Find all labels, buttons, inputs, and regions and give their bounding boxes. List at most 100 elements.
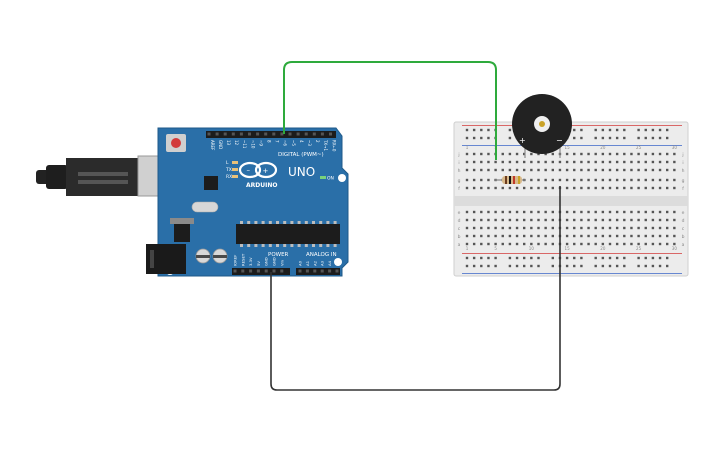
terminal-hole[interactable] — [544, 152, 547, 156]
terminal-hole[interactable] — [523, 234, 526, 238]
analog-pin-socket[interactable] — [320, 269, 324, 273]
terminal-hole[interactable] — [501, 160, 504, 164]
terminal-hole[interactable] — [623, 160, 626, 164]
terminal-hole[interactable] — [658, 168, 662, 172]
rail-hole[interactable] — [472, 128, 476, 132]
terminal-hole[interactable] — [651, 210, 655, 214]
terminal-hole[interactable] — [544, 160, 547, 164]
rail-hole[interactable] — [472, 136, 476, 140]
terminal-hole[interactable] — [608, 168, 612, 172]
digital-pin-socket[interactable] — [272, 132, 276, 136]
terminal-hole[interactable] — [630, 168, 633, 172]
terminal-hole[interactable] — [666, 186, 669, 190]
rail-hole[interactable] — [472, 264, 476, 268]
rail-hole[interactable] — [537, 264, 540, 268]
terminal-hole[interactable] — [651, 234, 655, 238]
rail-hole[interactable] — [615, 264, 619, 268]
terminal-hole[interactable] — [601, 210, 605, 214]
terminal-hole[interactable] — [630, 210, 633, 214]
terminal-hole[interactable] — [594, 152, 597, 156]
terminal-hole[interactable] — [530, 160, 533, 164]
terminal-hole[interactable] — [573, 234, 576, 238]
terminal-hole[interactable] — [530, 210, 533, 214]
rail-hole[interactable] — [658, 136, 662, 140]
terminal-hole[interactable] — [537, 178, 540, 182]
terminal-hole[interactable] — [658, 218, 662, 222]
terminal-hole[interactable] — [623, 242, 626, 246]
terminal-hole[interactable] — [587, 242, 590, 246]
terminal-hole[interactable] — [651, 218, 655, 222]
terminal-hole[interactable] — [601, 186, 605, 190]
rail-hole[interactable] — [623, 128, 626, 132]
terminal-hole[interactable] — [673, 226, 676, 230]
terminal-hole[interactable] — [666, 210, 669, 214]
rail-hole[interactable] — [637, 256, 640, 260]
terminal-hole[interactable] — [608, 210, 612, 214]
terminal-hole[interactable] — [480, 160, 483, 164]
terminal-hole[interactable] — [544, 168, 547, 172]
terminal-hole[interactable] — [666, 178, 669, 182]
power-pin-socket[interactable] — [256, 269, 260, 273]
terminal-hole[interactable] — [637, 186, 640, 190]
terminal-hole[interactable] — [666, 160, 669, 164]
terminal-hole[interactable] — [530, 234, 533, 238]
terminal-hole[interactable] — [523, 168, 526, 172]
rail-hole[interactable] — [644, 128, 647, 132]
terminal-hole[interactable] — [615, 218, 619, 222]
terminal-hole[interactable] — [615, 178, 619, 182]
terminal-hole[interactable] — [508, 242, 512, 246]
terminal-hole[interactable] — [515, 210, 519, 214]
digital-pin-socket[interactable] — [296, 132, 300, 136]
rail-hole[interactable] — [573, 128, 576, 132]
terminal-hole[interactable] — [594, 242, 597, 246]
rail-hole[interactable] — [601, 264, 605, 268]
terminal-hole[interactable] — [472, 210, 476, 214]
terminal-hole[interactable] — [465, 160, 469, 164]
terminal-hole[interactable] — [480, 218, 483, 222]
terminal-hole[interactable] — [658, 226, 662, 230]
terminal-hole[interactable] — [587, 152, 590, 156]
terminal-hole[interactable] — [501, 242, 504, 246]
rail-hole[interactable] — [651, 128, 655, 132]
rail-hole[interactable] — [608, 256, 612, 260]
terminal-hole[interactable] — [594, 178, 597, 182]
rail-hole[interactable] — [551, 264, 554, 268]
terminal-hole[interactable] — [551, 218, 554, 222]
terminal-hole[interactable] — [487, 242, 490, 246]
terminal-hole[interactable] — [530, 242, 533, 246]
terminal-hole[interactable] — [573, 210, 576, 214]
terminal-hole[interactable] — [587, 234, 590, 238]
terminal-hole[interactable] — [615, 234, 619, 238]
digital-pin-socket[interactable] — [207, 132, 211, 136]
terminal-hole[interactable] — [573, 186, 576, 190]
terminal-hole[interactable] — [666, 152, 669, 156]
terminal-hole[interactable] — [594, 218, 597, 222]
rail-hole[interactable] — [487, 264, 490, 268]
rail-hole[interactable] — [487, 256, 490, 260]
terminal-hole[interactable] — [501, 226, 504, 230]
terminal-hole[interactable] — [651, 178, 655, 182]
terminal-hole[interactable] — [480, 152, 483, 156]
terminal-hole[interactable] — [551, 234, 554, 238]
analog-pin-socket[interactable] — [335, 269, 339, 273]
terminal-hole[interactable] — [658, 178, 662, 182]
terminal-hole[interactable] — [673, 218, 676, 222]
rail-hole[interactable] — [594, 256, 597, 260]
power-pin-socket[interactable] — [249, 269, 253, 273]
terminal-hole[interactable] — [637, 242, 640, 246]
terminal-hole[interactable] — [673, 160, 676, 164]
terminal-hole[interactable] — [608, 160, 612, 164]
terminal-hole[interactable] — [573, 226, 576, 230]
terminal-hole[interactable] — [644, 160, 647, 164]
terminal-hole[interactable] — [573, 218, 576, 222]
terminal-hole[interactable] — [637, 234, 640, 238]
ground-wire[interactable] — [270, 186, 561, 391]
terminal-hole[interactable] — [565, 226, 569, 230]
terminal-hole[interactable] — [530, 168, 533, 172]
digital-pin-socket[interactable] — [320, 132, 324, 136]
terminal-hole[interactable] — [601, 160, 605, 164]
terminal-hole[interactable] — [644, 178, 647, 182]
terminal-hole[interactable] — [551, 152, 554, 156]
terminal-hole[interactable] — [515, 234, 519, 238]
terminal-hole[interactable] — [630, 226, 633, 230]
